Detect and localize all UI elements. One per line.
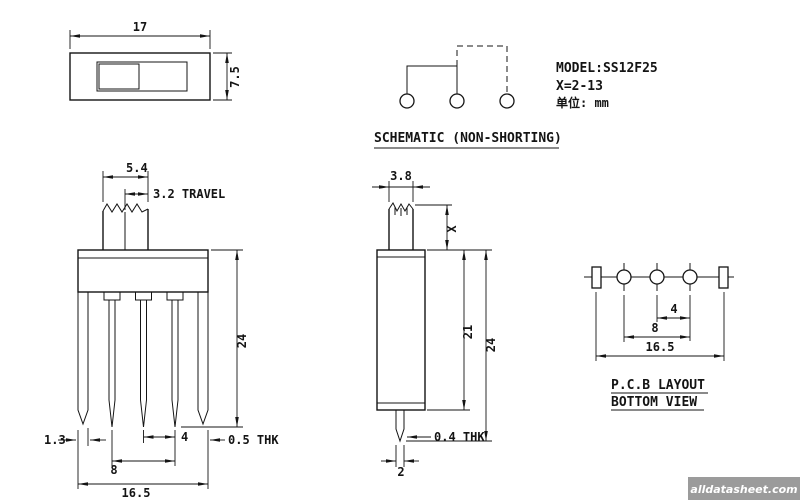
terminal-3 [499, 93, 515, 109]
dim-travel: 3.2 TRAVEL [153, 187, 225, 201]
mounting-leg-left [77, 292, 89, 426]
dim-hole-pitch: 4 [670, 302, 677, 316]
dim-pin-pitch: 4 [181, 430, 188, 444]
schematic-solid-connection [406, 65, 458, 94]
watermark-badge: alldatasheet.com [688, 477, 800, 500]
dim-knob-height: X [445, 225, 459, 233]
dim-pad-span: 16.5 [646, 340, 675, 354]
actuator-break-line [102, 203, 149, 213]
dim-hole-span: 8 [651, 321, 658, 335]
dim-side-height: 24 [484, 338, 498, 352]
terminal-1 [399, 93, 415, 109]
model-info-block: MODEL:SS12F25 X=2-13 单位: mm [556, 61, 658, 110]
pin-side [395, 410, 405, 443]
pin-2 [140, 300, 147, 428]
pcb-hole-1 [616, 269, 632, 285]
dim-body-width: 16.5 [122, 486, 151, 500]
top-view: 17 7.5 [69, 20, 242, 101]
model-number: MODEL:SS12F25 [556, 61, 658, 76]
mounting-leg-right [197, 292, 209, 426]
x-range: X=2-13 [556, 79, 603, 94]
dim-knob-depth: 3.8 [390, 169, 412, 183]
actuator-break-line [388, 202, 414, 213]
slider-knob-hatched [98, 63, 140, 90]
dim-pin-width: 2 [397, 465, 404, 479]
dim-pin-span: 8 [110, 463, 117, 477]
switch-body-front [77, 249, 209, 293]
dim-leg-thickness: 0.5 THK [228, 433, 279, 447]
switch-body-top [69, 52, 211, 101]
watermark-background [688, 477, 800, 500]
unit-label: 单位: mm [556, 95, 609, 110]
pin-tab-3 [166, 291, 184, 301]
pin-1 [108, 300, 116, 428]
side-view: 3.8 X 21 24 0.4 THK 2 [372, 169, 498, 479]
pcb-title-line2: BOTTOM VIEW [611, 395, 697, 410]
dim-leg-width: 1.3 [44, 433, 66, 447]
terminal-2 [449, 93, 465, 109]
schematic-title: SCHEMATIC (NON-SHORTING) [374, 131, 562, 146]
pin-3 [171, 300, 179, 428]
pcb-layout-view: 4 8 16.5 P.C.B LAYOUT BOTTOM VIEW [584, 263, 734, 411]
schematic-dashed-connection [456, 45, 508, 94]
dim-front-height: 24 [235, 334, 249, 348]
pcb-hole-2 [649, 269, 665, 285]
dim-pin-thickness: 0.4 THK [434, 430, 485, 444]
pin-tab-2 [135, 291, 152, 301]
dim-knob-width: 5.4 [126, 161, 148, 175]
pcb-pad-right [718, 266, 729, 289]
pcb-pad-left [591, 266, 602, 289]
pcb-hole-3 [682, 269, 698, 285]
dim-top-height: 7.5 [228, 66, 242, 88]
front-view: 5.4 3.2 TRAVEL 24 1.3 4 0.5 THK 8 16.5 [44, 161, 279, 500]
pcb-title-line1: P.C.B LAYOUT [611, 378, 705, 393]
schematic-view: SCHEMATIC (NON-SHORTING) [374, 45, 562, 149]
slider-track [96, 61, 188, 92]
dim-body-height: 21 [461, 325, 475, 339]
watermark-text: alldatasheet.com [690, 483, 797, 496]
pin-tab-1 [103, 291, 121, 301]
dim-top-width: 17 [133, 20, 147, 34]
switch-body-side [376, 249, 426, 411]
